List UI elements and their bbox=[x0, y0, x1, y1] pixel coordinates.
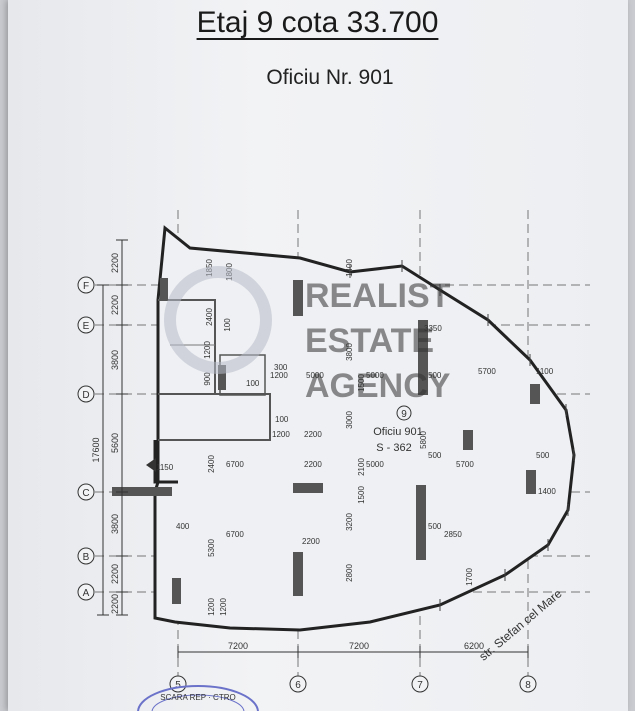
dim-label: 6700 bbox=[226, 530, 244, 539]
svg-text:A: A bbox=[83, 588, 90, 599]
watermark-line: ESTATE bbox=[305, 322, 434, 360]
page-subtitle: Oficiu Nr. 901 bbox=[266, 66, 394, 89]
room-number: 9 bbox=[401, 409, 407, 420]
agency-watermark: REALIST ESTATE AGENCY bbox=[164, 266, 451, 405]
dim-label: 1500 bbox=[357, 486, 366, 504]
dim-label: 500 bbox=[428, 451, 442, 460]
inner-dimension-labels: 1850 2400 1200 900 100 1800 1400 300 120… bbox=[156, 259, 556, 616]
dim-label: 500 bbox=[536, 451, 550, 460]
dim-label: 5000 bbox=[366, 460, 384, 469]
svg-text:7: 7 bbox=[417, 680, 423, 691]
dim-label: 2850 bbox=[444, 530, 462, 539]
dim-label: 100 bbox=[246, 379, 260, 388]
axis-bubble-5: 5 bbox=[169, 675, 187, 693]
axis-bubble-A: A bbox=[77, 583, 95, 601]
svg-text:6: 6 bbox=[295, 680, 301, 691]
dim-label: 2200 bbox=[110, 594, 120, 614]
dim-label: 300 bbox=[274, 363, 288, 372]
dim-label: 5000 bbox=[306, 371, 324, 380]
axis-bubble-D: D bbox=[77, 385, 95, 403]
axis-bubble-6: 6 bbox=[289, 675, 307, 693]
dim-label: 6700 bbox=[226, 460, 244, 469]
bottom-dimension-chain bbox=[177, 646, 529, 658]
dim-label: 1400 bbox=[538, 487, 556, 496]
dim-label: 2200 bbox=[304, 430, 322, 439]
left-dimension-labels: 2200 2200 3800 5600 3800 2200 2200 17600 bbox=[91, 253, 120, 614]
dim-label: 1500 bbox=[357, 374, 366, 392]
dim-label: 2200 bbox=[304, 460, 322, 469]
dim-label: 2400 bbox=[207, 455, 216, 473]
dim-label: 5700 bbox=[456, 460, 474, 469]
room-tag: 9 Oficiu 901 S - 362 bbox=[373, 405, 423, 454]
dim-label: 3800 bbox=[345, 343, 354, 361]
axis-bubble-7: 7 bbox=[411, 675, 429, 693]
svg-text:C: C bbox=[82, 488, 89, 499]
dim-label: 7200 bbox=[228, 641, 248, 651]
dim-label: 1200 bbox=[203, 341, 212, 359]
room-area: S - 362 bbox=[376, 442, 411, 454]
page-title: Etaj 9 cota 33.700 bbox=[196, 6, 439, 39]
dim-label-overall: 17600 bbox=[91, 437, 101, 462]
svg-text:8: 8 bbox=[525, 680, 531, 691]
dim-label: 100 bbox=[223, 318, 232, 332]
dim-label: 1150 bbox=[156, 463, 174, 472]
dim-label: 2200 bbox=[110, 295, 120, 315]
dim-label: 3200 bbox=[345, 513, 354, 531]
dim-label: 400 bbox=[176, 522, 190, 531]
dim-label: 2200 bbox=[302, 537, 320, 546]
room-name: Oficiu 901 bbox=[373, 426, 423, 438]
dim-label: 1200 bbox=[272, 430, 290, 439]
dim-label: 6200 bbox=[464, 641, 484, 651]
dim-label: 5800 bbox=[419, 431, 428, 449]
watermark-line: REALIST bbox=[305, 277, 451, 315]
columns bbox=[112, 278, 540, 604]
axis-bubble-F: F bbox=[77, 276, 95, 294]
dim-label: 5300 bbox=[207, 539, 216, 557]
axis-bubble-8: 8 bbox=[519, 675, 537, 693]
dim-label: 5600 bbox=[110, 433, 120, 453]
left-dimension-chain bbox=[97, 239, 128, 616]
row-axis-bubbles: F E D C B A bbox=[77, 276, 95, 601]
axis-bubble-E: E bbox=[77, 316, 95, 334]
dim-label: 2200 bbox=[110, 564, 120, 584]
watermark-line: AGENCY bbox=[305, 367, 451, 405]
dim-label: 1200 bbox=[207, 598, 216, 616]
dim-label: 1200 bbox=[219, 598, 228, 616]
dim-label: 500 bbox=[428, 522, 442, 531]
dim-label: 1400 bbox=[345, 259, 354, 277]
dim-label: 1700 bbox=[465, 568, 474, 586]
dim-label: 2200 bbox=[110, 253, 120, 273]
room-number-circle bbox=[396, 405, 412, 421]
facade-mullions bbox=[349, 260, 575, 611]
svg-text:B: B bbox=[83, 552, 90, 563]
svg-text:5: 5 bbox=[175, 680, 181, 691]
dim-label: 100 bbox=[275, 415, 289, 424]
dim-label: 3350 bbox=[424, 324, 442, 333]
svg-text:D: D bbox=[82, 390, 89, 401]
entrance-marker bbox=[146, 458, 156, 472]
dim-label: 2800 bbox=[345, 564, 354, 582]
stamp: SCARA REP · CTRO bbox=[137, 685, 259, 711]
dim-label: 5000 bbox=[366, 371, 384, 380]
dim-label: 500 bbox=[428, 371, 442, 380]
svg-text:F: F bbox=[83, 281, 89, 292]
dim-label: 5700 bbox=[478, 367, 496, 376]
axis-bubble-C: C bbox=[77, 483, 95, 501]
bottom-dimension-labels: 7200 7200 6200 bbox=[228, 641, 484, 651]
dim-label: 900 bbox=[203, 372, 212, 386]
watermark-logo bbox=[164, 266, 272, 374]
dim-label: 3800 bbox=[110, 514, 120, 534]
axis-bubble-B: B bbox=[77, 547, 95, 565]
dim-label: 1200 bbox=[270, 371, 288, 380]
dim-label: 3000 bbox=[345, 411, 354, 429]
dim-label: 3800 bbox=[110, 350, 120, 370]
dim-label: 7200 bbox=[349, 641, 369, 651]
svg-text:E: E bbox=[83, 321, 90, 332]
dim-label: 2400 bbox=[205, 308, 214, 326]
dim-label: 2100 bbox=[357, 458, 366, 476]
dim-label: 1100 bbox=[536, 367, 554, 376]
stamp-text: SCARA REP · CTRO bbox=[160, 693, 235, 702]
